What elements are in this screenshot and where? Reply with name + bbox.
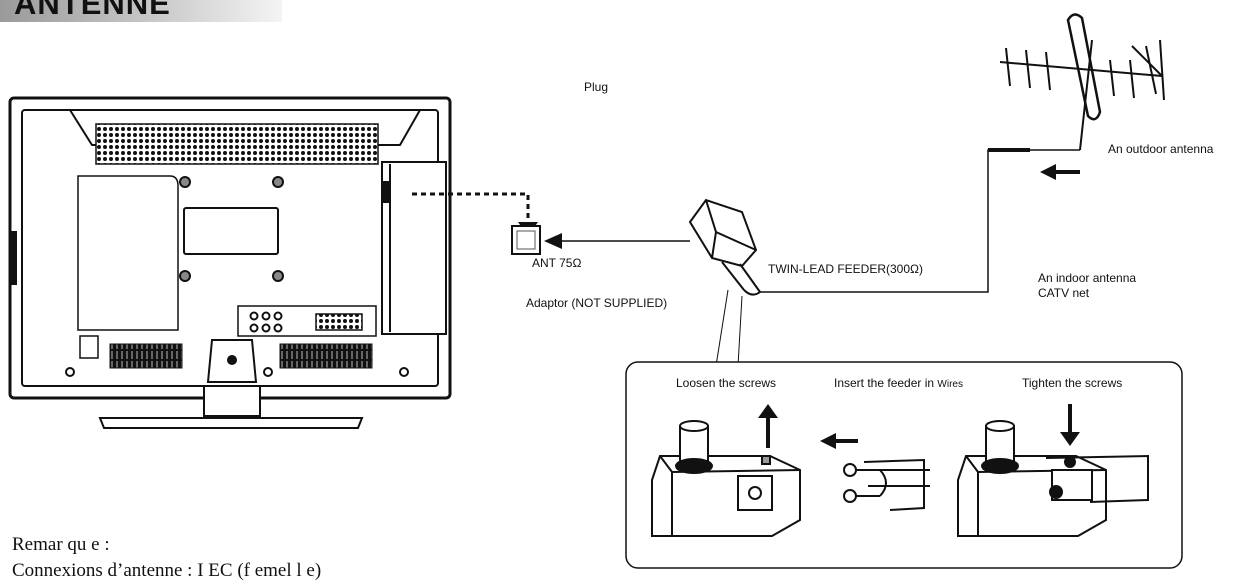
feeder-wires-illustration: [843, 458, 930, 511]
adaptor-label: Adaptor (NOT SUPPLIED): [526, 296, 668, 310]
indoor-antenna-label: An indoor antenna CATV net: [1038, 271, 1137, 300]
connector-loosen-illustration: [651, 420, 801, 537]
twin-lead-feeder-label: TWIN-LEAD FEEDER(300Ω): [768, 262, 923, 276]
outdoor-antenna-icon: [999, 13, 1165, 151]
detail-callout-lines: [715, 289, 743, 367]
outdoor-feed-arrow: [1040, 164, 1080, 180]
adaptor-illustration: [688, 198, 761, 296]
remark-note: Remar qu e : Connexions d’antenne : I EC…: [12, 532, 321, 584]
up-arrow-icon: [758, 404, 778, 448]
plug-to-socket-arrow: [544, 233, 690, 249]
insert-arrow-icon: [820, 433, 858, 449]
remark-title: Remar qu e :: [12, 534, 110, 555]
connector-tighten-illustration: [957, 420, 1149, 537]
ant-75-label: ANT 75Ω: [532, 256, 582, 270]
outdoor-antenna-label: An outdoor antenna: [1108, 142, 1214, 156]
twin-lead-feeder-wire: [760, 149, 1080, 293]
section-title: ANTENNE: [14, 0, 171, 21]
ant-socket-icon: [511, 225, 541, 255]
plug-label: Plug: [584, 80, 609, 94]
insert-feeder-label: Insert the feeder in Wires: [834, 376, 963, 390]
section-header-bar: ANTENNE: [0, 0, 282, 22]
remark-text: Connexions d’antenne : I EC (f emel l e): [12, 560, 322, 581]
loosen-screws-label: Loosen the screws: [676, 376, 777, 390]
down-arrow-icon: [1060, 404, 1080, 446]
tighten-screws-label: Tighten the screws: [1022, 376, 1123, 390]
tv-back-illustration: [8, 96, 452, 429]
